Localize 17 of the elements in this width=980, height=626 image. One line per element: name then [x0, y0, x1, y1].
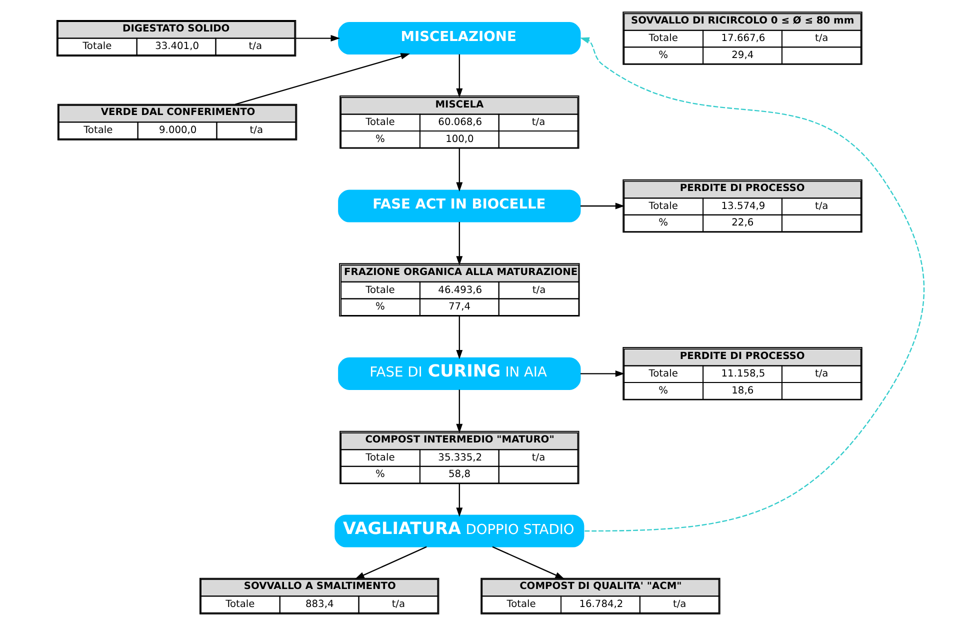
node-box: MISCELAZIONE	[338, 22, 580, 55]
arrow	[456, 148, 462, 192]
arrow	[492, 546, 564, 580]
node-box: VAGLIATURA DOPPIO STADIO	[334, 514, 584, 548]
arrow	[456, 484, 462, 517]
arrow	[456, 390, 462, 434]
arrow	[456, 316, 462, 360]
node-box: FASE ACT IN BIOCELLE	[338, 190, 580, 222]
arrow	[456, 222, 462, 266]
arrow	[234, 53, 410, 105]
arrow	[580, 37, 924, 532]
arrow	[295, 35, 340, 42]
arrow	[580, 202, 624, 210]
arrow	[456, 54, 462, 98]
arrow	[580, 370, 624, 377]
arrow	[354, 546, 426, 580]
node-box: FASE DI CURING IN AIA	[338, 357, 580, 390]
